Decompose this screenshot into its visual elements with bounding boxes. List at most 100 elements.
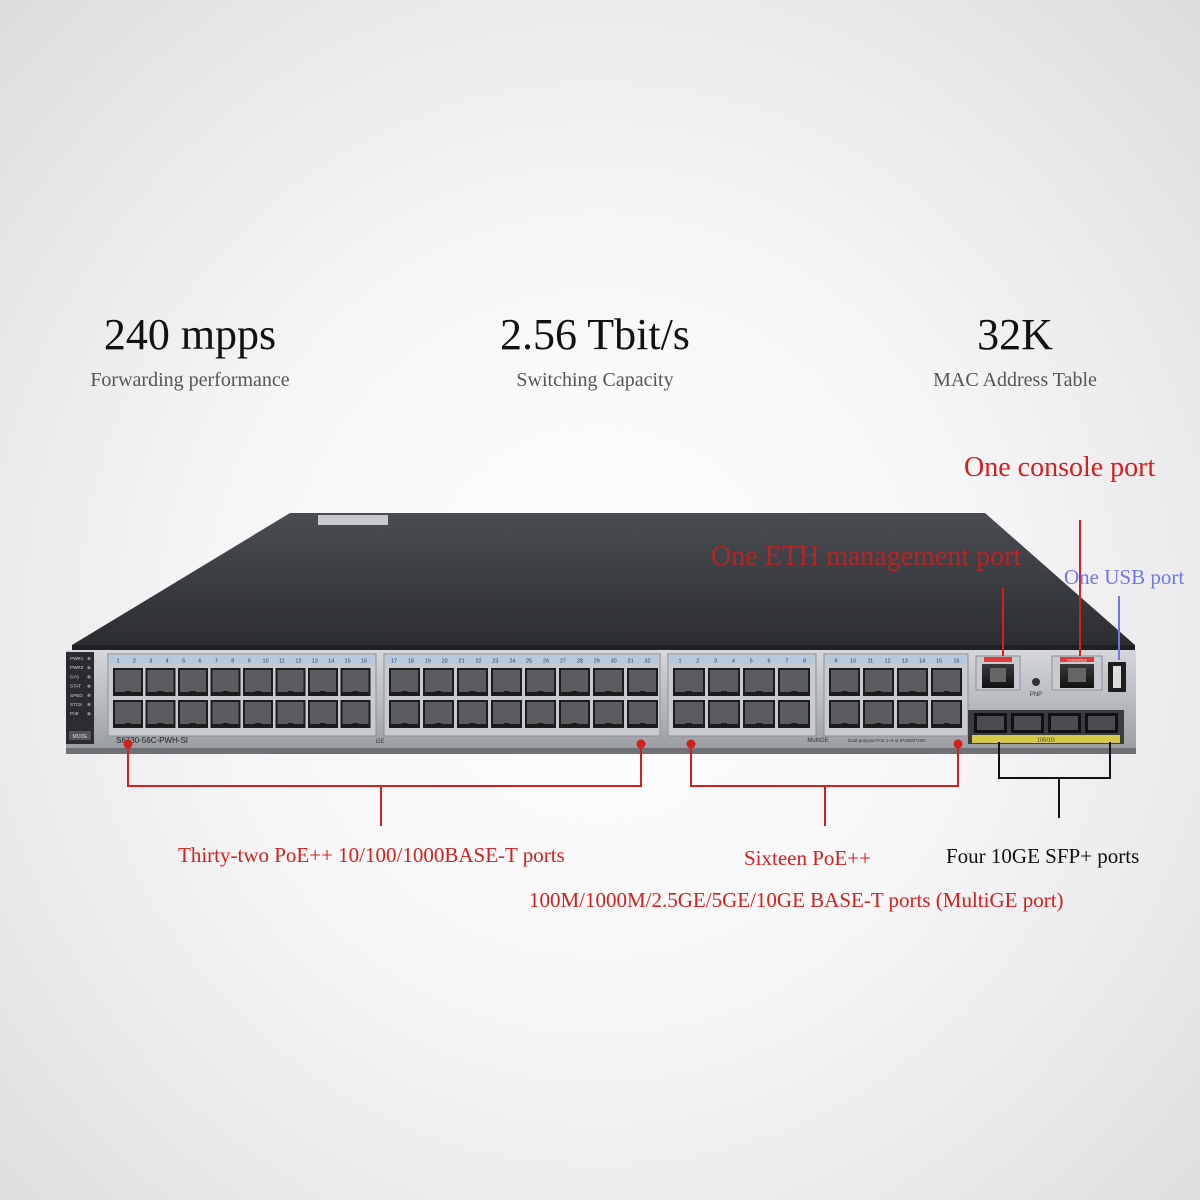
- stat-value: 2.56 Tbit/s: [500, 310, 690, 359]
- ge-port[interactable]: [210, 700, 241, 728]
- multige-port[interactable]: [931, 700, 962, 728]
- ge-port[interactable]: [340, 700, 371, 728]
- pnp-button[interactable]: [1032, 678, 1040, 686]
- multige-port[interactable]: [743, 668, 775, 696]
- multige-port[interactable]: [743, 700, 775, 728]
- ge-port[interactable]: [113, 668, 143, 696]
- multige-port[interactable]: [673, 668, 705, 696]
- ge-port[interactable]: [525, 700, 556, 728]
- ge-ports-annotation: Thirty-two PoE++ 10/100/1000BASE-T ports: [178, 843, 565, 867]
- ge-port[interactable]: [243, 700, 273, 728]
- port-number: 9: [248, 659, 251, 665]
- ge-port[interactable]: [275, 668, 306, 696]
- ge-port[interactable]: [178, 700, 208, 728]
- ge-port[interactable]: [145, 668, 176, 696]
- port-number: 1: [116, 659, 119, 665]
- port-number: 6: [198, 659, 201, 665]
- ge-port[interactable]: [423, 668, 454, 696]
- multige-port[interactable]: [778, 700, 810, 728]
- ge-port[interactable]: [423, 700, 454, 728]
- pnp-label: PNP: [1030, 692, 1042, 698]
- multige-port[interactable]: [829, 668, 860, 696]
- port-number: 13: [312, 659, 318, 665]
- ge-port[interactable]: [178, 668, 208, 696]
- ge-port[interactable]: [113, 700, 143, 728]
- ge-port[interactable]: [491, 668, 522, 696]
- ge-port[interactable]: [593, 668, 624, 696]
- ge-port[interactable]: [559, 700, 590, 728]
- chassis-top: [72, 513, 1135, 645]
- port-number: 11: [279, 659, 285, 665]
- sfp-port[interactable]: [1011, 713, 1044, 733]
- ge-port[interactable]: [627, 700, 658, 728]
- sfp-ports-annotation: Four 10GE SFP+ ports: [946, 844, 1140, 868]
- ge-port[interactable]: [275, 700, 306, 728]
- multige-port[interactable]: [829, 700, 860, 728]
- port-number: 11: [868, 659, 874, 665]
- sfp-port[interactable]: [1048, 713, 1081, 733]
- console-tag: [1060, 657, 1094, 662]
- port-number: 14: [328, 659, 334, 665]
- multige-port[interactable]: [931, 668, 962, 696]
- mode-button[interactable]: [69, 731, 91, 740]
- led-indicator: [87, 702, 91, 707]
- port-number: 15: [936, 659, 942, 665]
- multige-port[interactable]: [897, 668, 928, 696]
- dual-purpose-note: Dual-purpose Port 1~4 or 8*100/2*10G: [848, 738, 926, 743]
- ge-port[interactable]: [593, 700, 624, 728]
- ge-port[interactable]: [389, 668, 420, 696]
- ge-port[interactable]: [308, 668, 338, 696]
- ge-port[interactable]: [627, 668, 658, 696]
- ge-port[interactable]: [389, 700, 420, 728]
- ge-port[interactable]: [145, 700, 176, 728]
- port-number: 30: [611, 659, 617, 665]
- port-number: 24: [509, 659, 515, 665]
- multige-port[interactable]: [897, 700, 928, 728]
- ge-port[interactable]: [491, 700, 522, 728]
- multige-port[interactable]: [708, 700, 740, 728]
- ge-port[interactable]: [340, 668, 371, 696]
- port-number: 4: [166, 659, 169, 665]
- ge-port[interactable]: [525, 668, 556, 696]
- port-number: 7: [785, 659, 788, 665]
- multige-port[interactable]: [708, 668, 740, 696]
- ge-port[interactable]: [210, 668, 241, 696]
- stat-label: Forwarding performance: [90, 369, 290, 391]
- port-number: 20: [442, 659, 448, 665]
- led-indicator: [87, 666, 91, 670]
- multige-ports: [673, 668, 962, 728]
- multige-port[interactable]: [863, 700, 894, 728]
- ge-port[interactable]: [559, 668, 590, 696]
- ge-port[interactable]: [457, 700, 488, 728]
- port-number: 22: [475, 659, 481, 665]
- led-label: SYS: [70, 674, 79, 679]
- sfp-port[interactable]: [1085, 713, 1118, 733]
- multige-label: MultiGE: [807, 738, 828, 744]
- top-sticker: [318, 515, 388, 525]
- port-number: 16: [361, 659, 367, 665]
- port-number: 26: [543, 659, 549, 665]
- multige-port[interactable]: [863, 668, 894, 696]
- port-number: 6: [767, 659, 770, 665]
- ge-port[interactable]: [457, 668, 488, 696]
- port-number: 14: [919, 659, 925, 665]
- sfp-label: 10G/1G: [1037, 738, 1055, 744]
- stat-value: 32K: [977, 310, 1053, 359]
- ge-port[interactable]: [308, 700, 338, 728]
- stat-mac-table: 32K MAC Address Table: [885, 313, 1145, 392]
- sfp-port[interactable]: [974, 713, 1007, 733]
- front-panel-bottom: [66, 748, 1136, 754]
- port-number: 16: [953, 659, 959, 665]
- port-number: 2: [133, 659, 136, 665]
- port-number: 12: [885, 659, 891, 665]
- port-number: 3: [714, 659, 717, 665]
- console-port-annotation: One console port: [964, 452, 1156, 483]
- usb-port-annotation: One USB port: [1064, 565, 1185, 589]
- port-number: 28: [577, 659, 583, 665]
- stat-label: Switching Capacity: [516, 369, 674, 391]
- multige-port[interactable]: [778, 668, 810, 696]
- ge-port[interactable]: [243, 668, 273, 696]
- multige-port[interactable]: [673, 700, 705, 728]
